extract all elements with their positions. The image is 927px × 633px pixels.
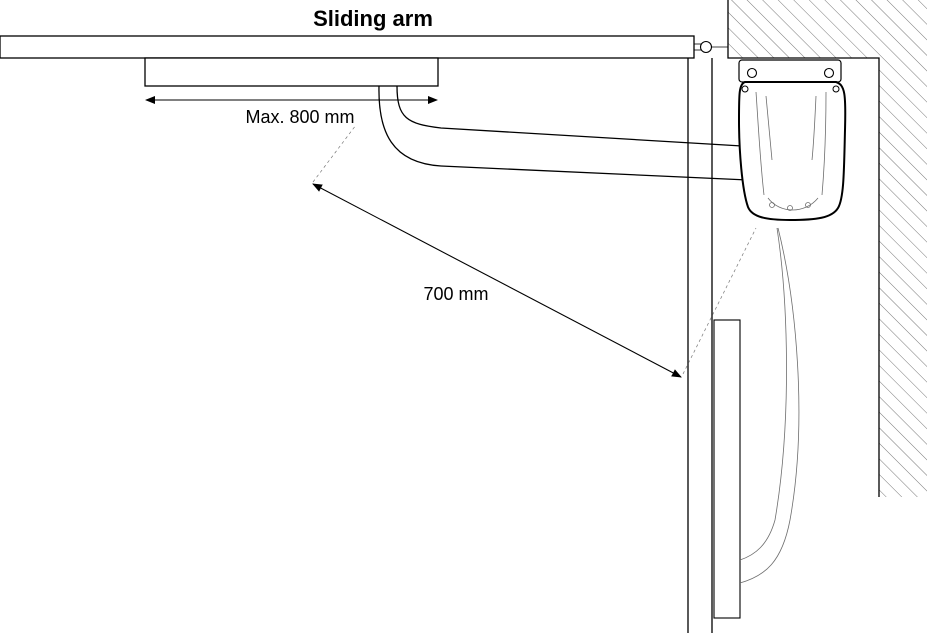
distance-label: 700 mm — [423, 284, 488, 304]
diagram-title: Sliding arm — [313, 6, 433, 31]
sliding-arm-open — [739, 227, 800, 584]
wall-hatched — [727, 0, 927, 497]
gate-leaf — [0, 35, 728, 59]
max-length-label: Max. 800 mm — [245, 107, 354, 127]
max-length-dimension: Max. 800 mm — [145, 96, 438, 127]
operator-motor-unit — [737, 59, 847, 222]
gate-leaf-open — [687, 58, 713, 633]
sliding-guide-rail-open — [713, 319, 741, 619]
distance-dimension: 700 mm — [312, 124, 757, 378]
sliding-guide-rail — [144, 57, 439, 87]
